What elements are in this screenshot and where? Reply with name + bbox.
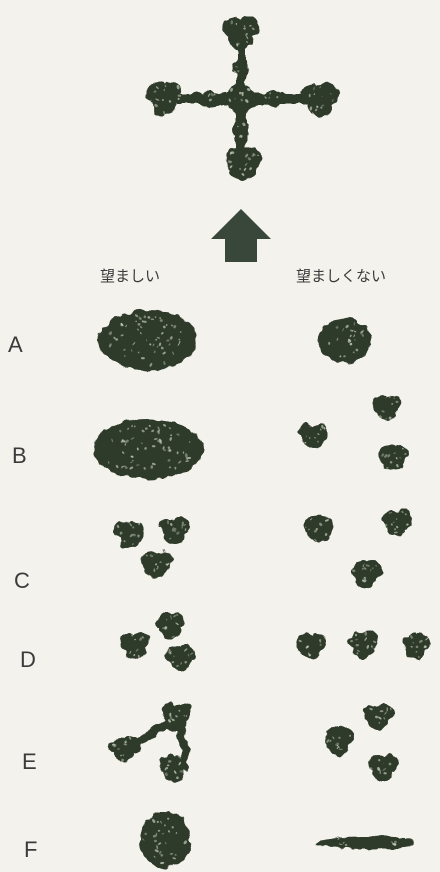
row-label-b: B (12, 443, 27, 468)
protein-blob (232, 122, 250, 138)
row-d-desirable-assembly (120, 612, 195, 671)
row-label-e: E (22, 749, 37, 774)
protein-blob (119, 532, 139, 548)
protein-blob (226, 83, 256, 113)
cross-shaped-target-assembly (145, 15, 339, 181)
protein-blob (232, 60, 250, 76)
row-d-undesirable-assembly (296, 631, 431, 660)
protein-blob (228, 29, 254, 50)
protein-blob (387, 521, 407, 537)
row-e-undesirable-assembly (324, 703, 398, 781)
protein-blob (125, 644, 145, 660)
protein-blob (384, 456, 404, 472)
protein-blob (380, 839, 404, 849)
row-c-desirable-assembly (114, 517, 190, 578)
row-b-desirable-assembly (93, 419, 203, 479)
protein-blob (373, 765, 393, 781)
protein-blob (165, 527, 185, 544)
row-f-undesirable-assembly (316, 837, 416, 849)
row-f-desirable-assembly (139, 812, 191, 868)
protein-blob (139, 812, 191, 868)
protein-blob (307, 95, 333, 116)
row-c-undesirable-assembly (303, 510, 412, 588)
row-b-undesirable-assembly (298, 394, 409, 472)
protein-blob (328, 837, 352, 847)
protein-blob (166, 714, 186, 730)
row-label-f: F (24, 837, 37, 862)
protein-blob (329, 739, 349, 755)
row-e-desirable-assembly (109, 703, 191, 782)
protein-blob (146, 562, 166, 578)
protein-blob (201, 91, 219, 107)
protein-blob (301, 644, 321, 660)
protein-blob (151, 95, 177, 116)
column-label-desirable: 望ましい (100, 267, 160, 285)
protein-blob (406, 644, 426, 660)
protein-blob (164, 766, 184, 782)
protein-blob (263, 91, 281, 107)
protein-blob (308, 527, 328, 543)
row-label-a: A (8, 332, 23, 357)
column-label-undesirable: 望ましくない (296, 267, 386, 285)
row-a-desirable-assembly (98, 310, 198, 370)
protein-blob (93, 419, 203, 479)
up-arrow-icon (211, 209, 271, 262)
row-label-c: C (14, 568, 30, 593)
protein-blob (170, 655, 190, 671)
protein-blob (230, 160, 256, 181)
row-label-d: D (20, 647, 36, 672)
protein-blob (319, 318, 371, 364)
protein-blob (376, 405, 396, 421)
protein-blob (368, 714, 388, 730)
protein-blob (303, 434, 323, 450)
protein-blob (114, 746, 134, 762)
row-a-undesirable-assembly (319, 318, 371, 364)
protein-blob (357, 572, 377, 588)
protein-blob (353, 642, 373, 658)
protein-blob (161, 623, 181, 639)
protein-blob (98, 310, 198, 370)
